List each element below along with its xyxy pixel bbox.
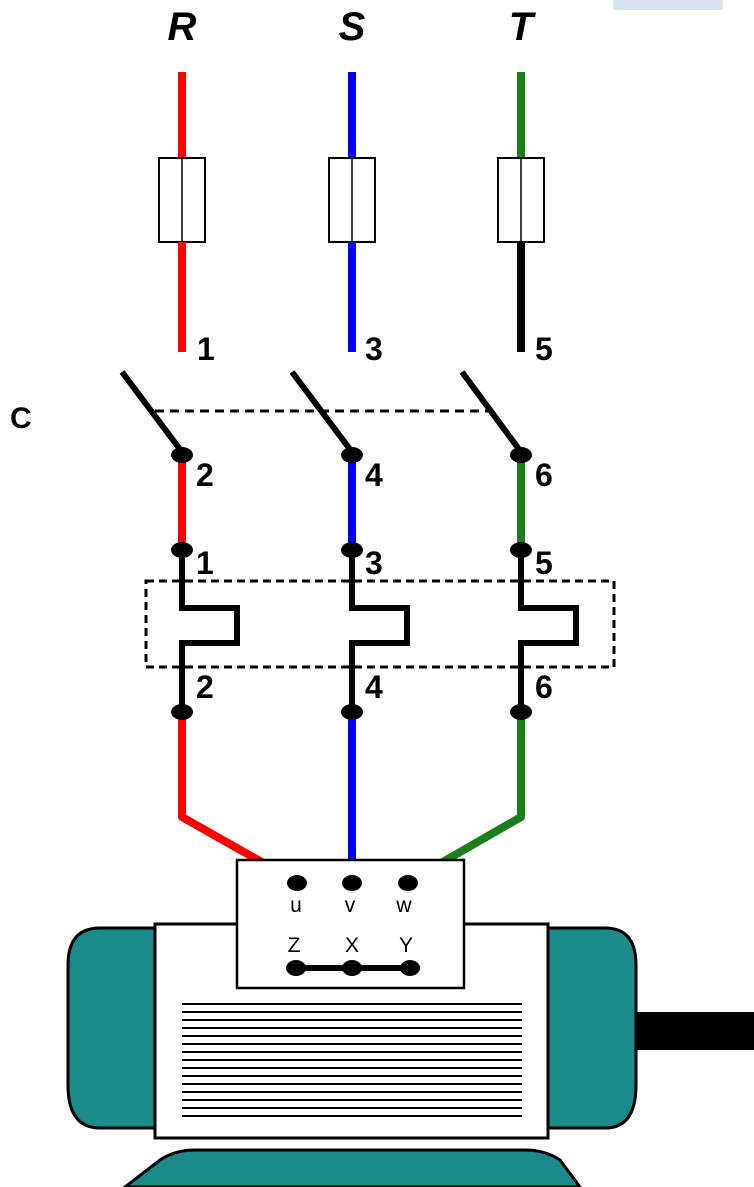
phase-label-t: T xyxy=(509,5,537,49)
motor-cooling-fins xyxy=(182,1003,522,1117)
contactor-label: C xyxy=(10,402,32,435)
fuse-s xyxy=(328,157,376,243)
motor-terminal-label-x: X xyxy=(345,934,359,957)
motor-end-cap-right xyxy=(546,926,638,1130)
contact-blade-t xyxy=(459,370,524,454)
contact-blade-r xyxy=(119,370,185,454)
thermal-element-t xyxy=(518,550,579,712)
phase-label-s: S xyxy=(339,5,366,49)
relay-bottom-number-s: 4 xyxy=(365,669,383,705)
relay-bottom-number-r: 2 xyxy=(196,669,214,705)
motor-terminal-dot-u xyxy=(287,875,307,891)
motor-feed-wire-t xyxy=(406,712,525,886)
motor-terminal-dot-x xyxy=(342,960,362,976)
fuse-r xyxy=(158,157,206,243)
contact-bottom-number-s: 4 xyxy=(365,457,383,493)
relay-bottom-number-t: 6 xyxy=(535,669,553,705)
motor-feed-wire-r xyxy=(178,712,299,886)
motor-terminal-dot-z xyxy=(286,960,306,976)
thermal-element-s xyxy=(349,550,410,712)
thermal-relay-enclosure xyxy=(144,579,616,669)
relay-top-number-s: 3 xyxy=(365,545,383,581)
relay-top-number-r: 1 xyxy=(196,545,214,581)
contact-top-number-r: 1 xyxy=(197,331,215,367)
contact-blade-s xyxy=(289,370,355,454)
contact-bottom-number-r: 2 xyxy=(196,457,214,493)
motor-terminal-label-u: u xyxy=(290,894,302,917)
motor-end-cap-left xyxy=(66,926,157,1130)
contact-top-number-t: 5 xyxy=(535,331,553,367)
motor-terminal-label-z: Z xyxy=(288,934,301,957)
motor-terminal-label-y: Y xyxy=(399,934,413,957)
motor-terminal-dot-v xyxy=(342,875,362,891)
contact-terminal-dot-r xyxy=(171,447,193,463)
contact-terminal-dot-s xyxy=(341,447,363,463)
motor-shaft xyxy=(636,1012,754,1050)
contact-top-number-s: 3 xyxy=(365,331,383,367)
contact-bottom-number-t: 6 xyxy=(535,457,553,493)
phase-label-r: R xyxy=(168,5,197,49)
motor-terminal-label-w: w xyxy=(395,894,412,917)
motor-base xyxy=(122,1148,582,1187)
contact-terminal-dot-t xyxy=(510,447,532,463)
fuse-t xyxy=(497,157,545,243)
motor-terminal-label-v: v xyxy=(345,894,356,917)
relay-top-number-t: 5 xyxy=(535,545,553,581)
motor-terminal-dot-w xyxy=(398,875,418,891)
corner-tab xyxy=(613,0,723,10)
relay-terminal-dot-bottom-r xyxy=(171,704,193,720)
relay-terminal-dot-bottom-s xyxy=(341,704,363,720)
thermal-element-r xyxy=(179,550,240,712)
relay-terminal-dot-bottom-t xyxy=(510,704,532,720)
motor-terminal-dot-y xyxy=(400,960,420,976)
